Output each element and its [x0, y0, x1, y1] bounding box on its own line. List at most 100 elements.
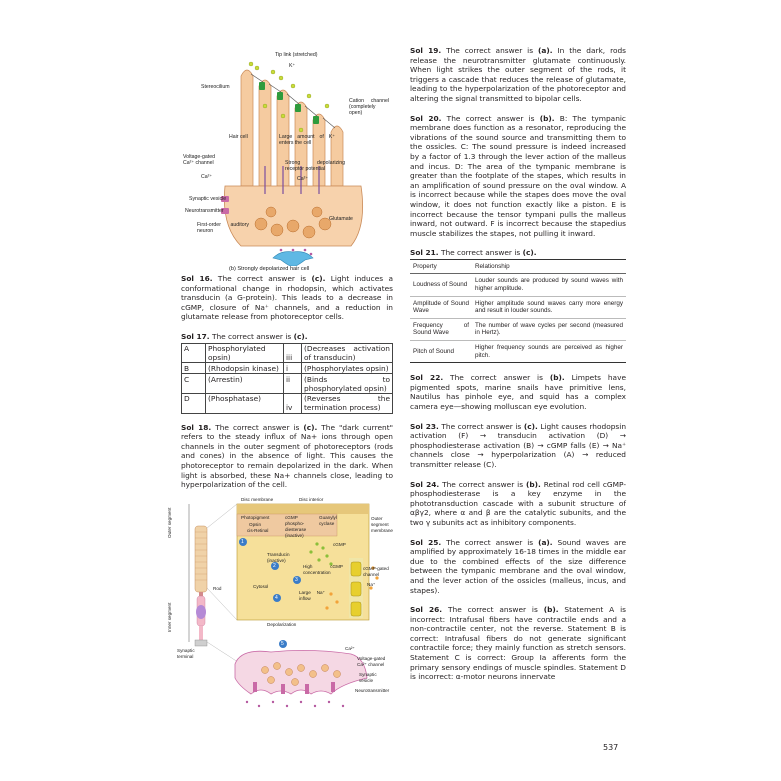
sol-17-intro: The correct answer is — [209, 331, 294, 341]
sol-19-intro: The correct answer is — [441, 46, 538, 55]
sol-21-intro: The correct answer is — [438, 248, 523, 258]
rod-illustration — [188, 503, 379, 708]
label-k-plus: K⁺ — [289, 63, 296, 69]
sol-18-heading: Sol 18. — [181, 422, 212, 432]
table-header-row: Property Relationship — [410, 258, 626, 275]
table-row: Loudness of Sound Louder sounds are prod… — [410, 273, 626, 297]
sol-25-answer: (a). — [538, 537, 553, 547]
matching-table: A Phosphorylated opsin) iii (Decreases a… — [181, 342, 393, 414]
table-row: Amplitude of Sound Wave Higher amplitude… — [410, 296, 626, 319]
sol-19-answer: (a). — [537, 46, 553, 55]
sol-25-heading: Sol 25. — [410, 537, 442, 547]
sol-16-answer: (c). — [311, 274, 326, 283]
step-4: 4 — [275, 594, 278, 601]
label-guanylyl-cyclase: Guanylyl cyclase — [319, 514, 337, 526]
label-neurotransmitter: Neurotransmitter — [185, 208, 224, 214]
table-row: B (Rhodopsin kinase) i (Phosphorylates o… — [181, 362, 393, 375]
sol-23-heading: Sol 23. — [410, 421, 439, 431]
sol-19-body: In the dark, rods release the neurotrans… — [410, 46, 627, 103]
sol-17-heading: Sol 17. — [181, 331, 210, 341]
sol-17-answer: (c). — [293, 331, 308, 341]
label-vg-channel: Voltage-gated Ca²⁺ channel — [183, 154, 216, 166]
sol-20-body: B: The tympanic membrane does function a… — [410, 113, 626, 238]
sol-22-body: Limpets have pigmented spots, marine sna… — [410, 373, 626, 411]
label-strong-dep: Strong depolarizing receptor potential — [285, 160, 345, 172]
table-cell: Pitch of Sound — [410, 340, 472, 364]
label-high-cgmp: High cGMP concentration — [303, 563, 343, 575]
label-cgmp-gated-channel: cGMP-gated channel — [363, 565, 389, 577]
sol-16-intro: The correct answer is — [212, 274, 312, 283]
table-cell: (Decreases activation of transducin) — [301, 342, 393, 364]
table-cell: (Binds to phosphorylated opsin) — [301, 373, 393, 394]
solution-24: Sol 24. The correct answer is (b). Retin… — [410, 480, 626, 528]
solution-16: Sol 16. The correct answer is (c). Light… — [181, 274, 393, 322]
label-cytosol: Cytosol — [253, 583, 269, 589]
sol-23-intro: The correct answer is — [438, 421, 524, 431]
label-ca-inside: Ca²⁺ — [297, 176, 309, 182]
step-1: 1 — [241, 538, 244, 545]
table-cell: Loudness of Sound — [410, 273, 472, 297]
table-cell: (Reverses the termination process) — [301, 392, 393, 414]
label-large-na-inflow: Large Na⁺ inflow — [299, 589, 325, 601]
sol-26-heading: Sol 26. — [410, 605, 443, 615]
label-photopigment: Photopigment — [241, 514, 270, 520]
figure-caption: (b) Strongly depolarized hair cell — [229, 266, 310, 272]
sol-24-answer: (b). — [525, 479, 541, 489]
hair-cell-illustration — [221, 61, 363, 266]
solution-23: Sol 23. The correct answer is (c). Light… — [410, 422, 626, 470]
table-row: Pitch of Sound Higher frequency sounds a… — [410, 340, 626, 364]
table-row: Frequency of Sound Wave The number of wa… — [410, 318, 626, 342]
table-cell: Amplitude of Sound Wave — [410, 296, 472, 319]
table-cell: B — [181, 362, 206, 375]
sol-23-answer: (c). — [523, 421, 538, 431]
table-cell: Higher amplitude sound waves carry more … — [472, 296, 626, 319]
sol-16-heading: Sol 16. — [181, 274, 213, 283]
label-tip-link: Tip link (stretched) — [275, 52, 318, 58]
solution-20: Sol 20. The correct answer is (b). B: Th… — [410, 114, 626, 239]
label-depolarization: Depolarization — [267, 621, 297, 627]
sol-24-heading: Sol 24. — [410, 479, 440, 489]
column-header: Property — [410, 258, 472, 275]
step-2: 2 — [273, 562, 276, 569]
table-cell: (Phosphorylates opsin) — [301, 362, 393, 375]
sol-21-heading: Sol 21. — [410, 248, 439, 258]
label-inner-segment: Inner segment — [167, 602, 172, 632]
solution-22: Sol 22. The correct answer is (b). Limpe… — [410, 373, 626, 411]
sol-18-intro: The correct answer is — [211, 422, 304, 432]
table-row: A Phosphorylated opsin) iii (Decreases a… — [181, 342, 393, 364]
sol-22-intro: The correct answer is — [443, 373, 550, 383]
page-number: 537 — [603, 743, 619, 752]
table-cell: iv — [283, 392, 302, 414]
hair-cell-figure: Tip link (stretched) K⁺ Stereocilium Cat… — [181, 46, 393, 274]
left-column: Tip link (stretched) K⁺ Stereocilium Cat… — [167, 46, 393, 728]
table-cell: Frequency of Sound Wave — [410, 318, 472, 342]
sol-26-answer: (b). — [543, 605, 559, 615]
label-disc-membrane: Disc membrane — [241, 496, 274, 502]
label-synaptic-terminal: Synaptic terminal — [177, 647, 195, 659]
label-outer-membrane: Outer segment membrane — [371, 515, 393, 533]
label-hair-cell: Hair cell — [229, 134, 248, 140]
label-na-plus: Na⁺ — [367, 581, 376, 587]
table-cell: iii — [283, 342, 302, 364]
sol-22-answer: (b). — [549, 373, 565, 383]
solution-21: Sol 21. The correct answer is (c). Prope… — [410, 248, 626, 364]
table-row: D (Phosphatase) iv (Reverses the termina… — [181, 392, 393, 414]
table-cell: (Arrestin) — [205, 373, 284, 394]
label-cgmp: cGMP — [333, 541, 346, 547]
label-glutamate: Glutamate — [329, 216, 353, 222]
label-transducin: Transducin (inactive) — [267, 551, 290, 563]
step-3: 3 — [295, 576, 298, 583]
property-table: Property Relationship Loudness of Sound … — [410, 258, 626, 364]
sol-26-intro: The correct answer is — [442, 605, 544, 615]
solution-26: Sol 26. The correct answer is (b). State… — [410, 605, 626, 682]
sol-21-answer: (c). — [522, 248, 537, 258]
right-column: Sol 19. The correct answer is (a). In th… — [410, 46, 626, 692]
table-cell: Louder sounds are produced by sound wave… — [472, 273, 626, 297]
sol-16-body: Light induces a conformational change in… — [181, 274, 393, 322]
solution-17: Sol 17. The correct answer is (c). A Pho… — [181, 332, 393, 414]
label-stereocilium: Stereocilium — [201, 84, 230, 90]
rod-phototransduction-figure: Disc membrane Disc interior Photopigment… — [167, 496, 393, 728]
solution-19: Sol 19. The correct answer is (a). In th… — [410, 46, 626, 104]
solution-25: Sol 25. The correct answer is (a). Sound… — [410, 538, 626, 596]
table-cell: A — [181, 342, 206, 364]
